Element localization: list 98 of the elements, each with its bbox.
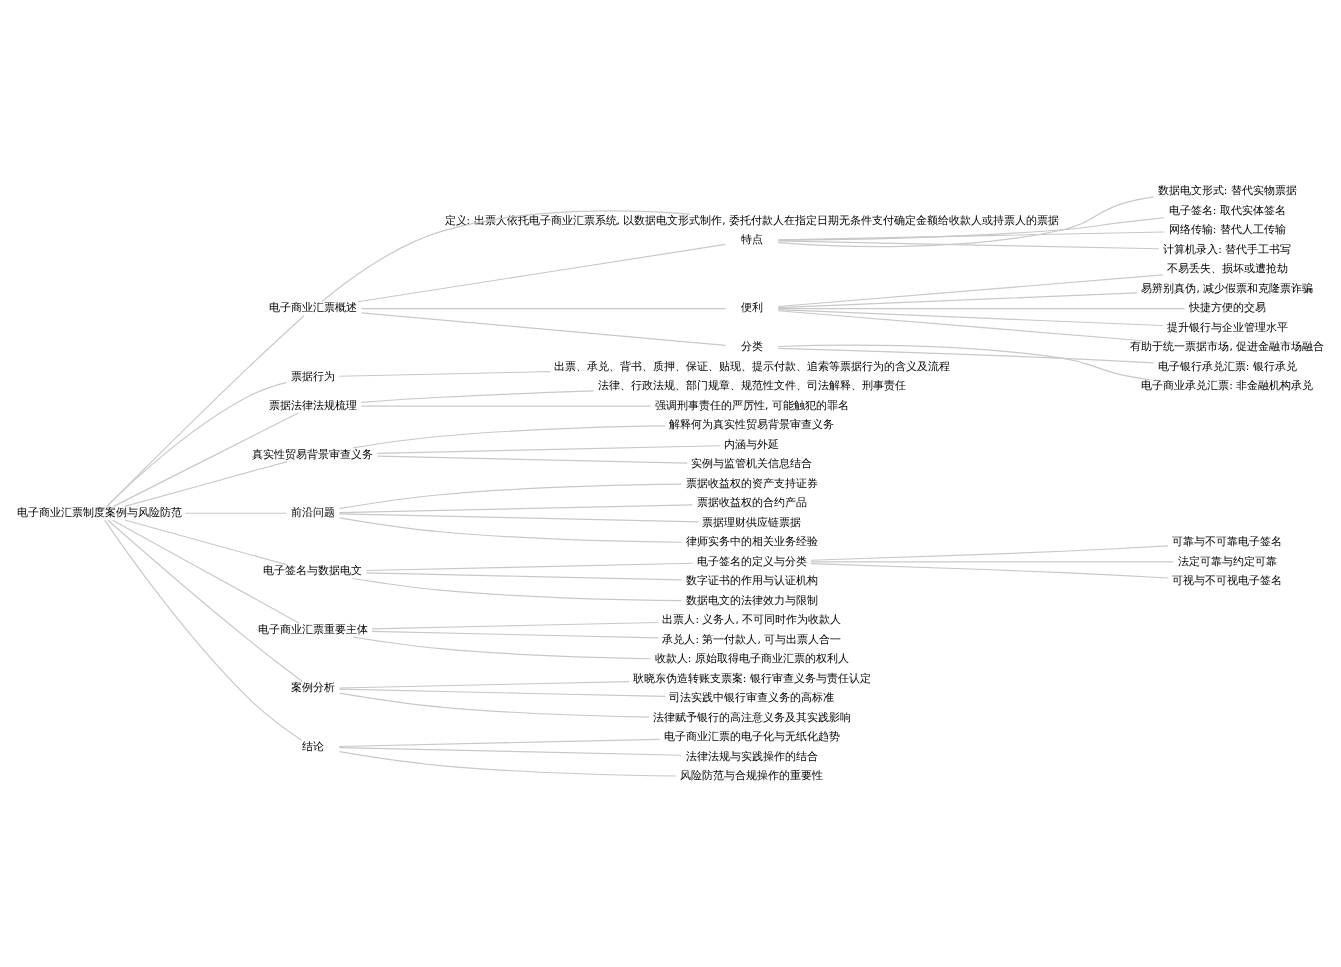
node-text: 不易丢失、损坏或遭抢劫 [1166, 261, 1288, 275]
connector [777, 308, 1164, 326]
node-text: 可靠与不可靠电子签名 [1172, 534, 1283, 548]
node-text: 承兑人: 第一付款人, 可与出票人合一 [662, 632, 842, 646]
node-text: 票据收益权的合约产品 [696, 495, 807, 509]
connector [338, 688, 667, 697]
connector [777, 273, 1164, 307]
node-text: 数字证书的作用与认证机构 [685, 573, 818, 587]
connector [106, 381, 288, 507]
connector [777, 230, 1165, 240]
connector [338, 503, 694, 513]
node-text: 数据电文形式: 替代实物票据 [1157, 183, 1297, 197]
node-text: 便利 [740, 300, 763, 314]
connector [113, 411, 299, 507]
connector [371, 621, 659, 629]
node-text: 法律赋予银行的高注意义务及其实践影响 [652, 710, 851, 724]
node-text: 内涵与外延 [724, 437, 780, 451]
connector [106, 314, 305, 507]
node-text: 网络传输: 替代人工传输 [1168, 222, 1286, 236]
node-text: 案例分析 [290, 680, 335, 694]
node-text: 电子商业汇票概述 [268, 300, 357, 314]
connector [352, 635, 652, 659]
node-text: 快捷方便的交易 [1188, 300, 1266, 314]
connector [338, 516, 682, 543]
connector [338, 692, 650, 718]
node-text: 法律法规与实践操作的结合 [685, 749, 818, 763]
node-text: 实例与监管机关信息结合 [691, 456, 813, 470]
connector [777, 344, 1151, 380]
node-text: 法律、行政法规、部门规章、规范性文件、司法解释、刑事责任 [597, 378, 906, 392]
connector [338, 750, 677, 777]
connector [810, 560, 1175, 563]
connector [360, 311, 726, 346]
connector [366, 571, 682, 580]
node-text: 收款人: 原始取得电子商业汇票的权利人 [654, 651, 849, 665]
connector [338, 746, 682, 756]
node-text: 提升银行与企业管理水平 [1166, 320, 1288, 334]
connector [352, 424, 667, 449]
node-text: 解释何为真实性贸易背景审查义务 [669, 417, 835, 431]
connector [777, 309, 1144, 341]
connector [338, 680, 630, 689]
connector [777, 239, 1160, 249]
connector [338, 738, 661, 747]
node-text: 出票人: 义务人, 不可同时作为收款人 [662, 612, 842, 626]
node-text: 律师实务中的相关业务经验 [685, 534, 818, 548]
connector [777, 195, 1155, 247]
node-text: 耿晓东伪造转账支票案: 银行审查义务与责任认定 [632, 671, 871, 685]
connector [124, 460, 288, 507]
node-text: 票据收益权的资产支持证券 [685, 476, 818, 490]
node-text: 票据法律法规梳理 [268, 398, 357, 412]
node-text: 易辨别真伪, 减少假票和克隆票诈骗 [1141, 281, 1314, 295]
connector [338, 370, 551, 377]
node-text: 电子签名与数据电文 [263, 563, 363, 577]
connector [124, 518, 288, 565]
connector [357, 243, 726, 302]
connector [777, 216, 1165, 241]
node-text: 电子商业汇票制度案例与风险防范 [16, 505, 182, 519]
node-text: 分类 [740, 339, 763, 353]
connector [360, 404, 652, 407]
node-text: 真实性贸易背景审查义务 [252, 447, 374, 460]
node-text: 计算机录入: 替代手工书写 [1163, 242, 1292, 256]
node-text: 票据行为 [290, 369, 335, 383]
connector [371, 630, 659, 638]
node-text: 司法实践中银行审查义务的高标准 [669, 690, 835, 704]
node-text: 电子签名的定义与分类 [696, 554, 807, 568]
connector [360, 389, 595, 403]
node-text: 前沿问题 [290, 505, 335, 519]
node-text: 电子商业汇票的电子化与无纸化趋势 [663, 729, 840, 743]
node-text: 电子商业承兑汇票: 非金融机构承兑 [1141, 378, 1314, 392]
node-text: 出票、承兑、背书、质押、保证、贴现、提示付款、追索等票据行为的含义及流程 [553, 359, 950, 373]
connector [352, 577, 682, 601]
node-text: 电子签名: 取代实体签名 [1168, 203, 1286, 217]
connector [184, 512, 288, 514]
connector [366, 562, 694, 571]
node-text: 电子商业汇票重要主体 [257, 622, 368, 636]
node-text: 有助于统一票据市场, 促进金融市场融合 [1130, 339, 1325, 353]
connector [107, 519, 303, 682]
connector [376, 444, 721, 454]
connector [777, 347, 1155, 363]
node-text: 电子银行承兑汇票: 银行承兑 [1157, 359, 1297, 373]
connector [777, 291, 1138, 308]
node-text: 法定可靠与约定可靠 [1177, 554, 1277, 568]
connector [360, 307, 726, 309]
node-text: 数据电文的法律效力与限制 [685, 593, 818, 607]
connector [104, 519, 303, 741]
connector [321, 209, 691, 302]
node-text: 特点 [740, 232, 763, 246]
connector [338, 512, 699, 522]
node-text: 强调刑事责任的严厉性, 可能触犯的罪名 [654, 398, 849, 412]
connector [777, 307, 1186, 309]
node-text: 票据理财供应链票据 [702, 515, 802, 529]
connector [112, 519, 300, 624]
connector [338, 483, 682, 509]
node-text: 可视与不可视电子签名 [1172, 573, 1283, 587]
connector [810, 544, 1169, 561]
connector [810, 562, 1169, 579]
node-text: 风险防范与合规操作的重要性 [680, 768, 824, 782]
connector [376, 455, 688, 464]
node-text: 结论 [301, 739, 324, 753]
